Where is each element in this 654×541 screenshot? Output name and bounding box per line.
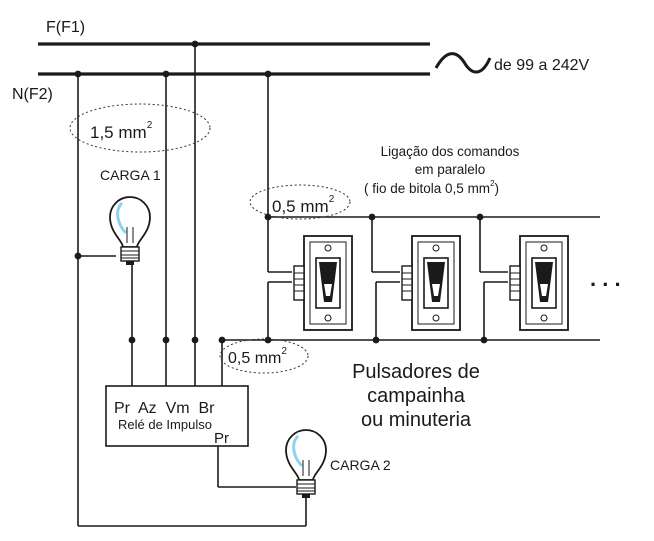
relay-name: Relé de Impulso bbox=[118, 417, 212, 432]
phase-label: F(F1) bbox=[46, 19, 85, 36]
load2-label: CARGA 2 bbox=[330, 457, 391, 473]
pushbutton-title-line1: Pulsadores de bbox=[352, 361, 480, 383]
relay-out-terminal: Pr bbox=[214, 430, 229, 447]
junction-dots bbox=[74, 40, 488, 344]
load1-bulb-icon bbox=[108, 195, 152, 267]
neutral-label: N(F2) bbox=[12, 86, 53, 103]
more-ellipsis: . . . bbox=[590, 266, 621, 291]
gauge-ellipse-1 bbox=[69, 103, 211, 153]
gauge-ellipse-3 bbox=[219, 338, 309, 374]
relay-box bbox=[105, 385, 249, 447]
voltage-label: de 99 a 242V bbox=[494, 57, 590, 74]
relay-terminals: Pr Az Vm Br bbox=[114, 400, 215, 417]
wire-gauge-3: 0,5 mm2 bbox=[228, 346, 287, 367]
pushbutton-2 bbox=[401, 235, 461, 331]
load1-label: CARGA 1 bbox=[100, 167, 161, 183]
command-note-line2: em paralelo bbox=[415, 162, 486, 177]
pushbutton-title-line3: ou minuteria bbox=[361, 409, 472, 431]
ac-symbol-icon bbox=[434, 52, 492, 74]
command-note-line1: Ligação dos comandos bbox=[381, 144, 520, 159]
wire-gauge-2: 0,5 mm2 bbox=[272, 194, 335, 216]
wire-gauge-1: 1,5 mm2 bbox=[90, 120, 153, 142]
command-note-line3: ( fio de bitola 0,5 mm2) bbox=[364, 179, 499, 196]
gauge-ellipse-2 bbox=[249, 184, 351, 220]
pushbutton-title-line2: campainha bbox=[367, 385, 466, 407]
pushbutton-3 bbox=[509, 235, 569, 331]
pushbutton-1 bbox=[293, 235, 353, 331]
